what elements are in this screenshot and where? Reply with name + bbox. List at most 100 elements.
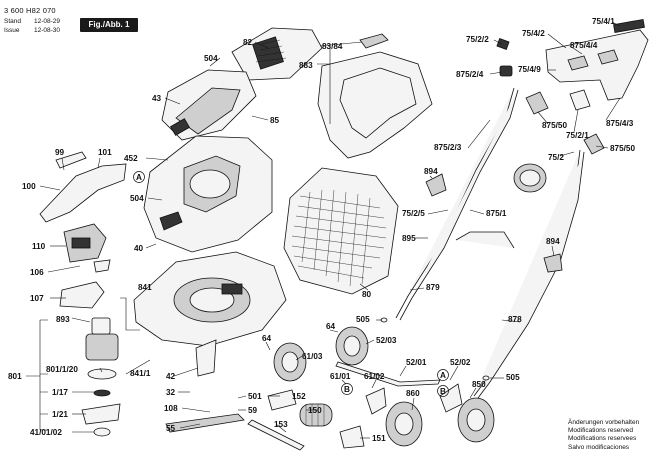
label-75-4-2: 75/4/2 — [522, 29, 545, 38]
label-153: 153 — [274, 420, 288, 429]
height-lever-right-part — [439, 383, 463, 413]
label-108: 108 — [164, 404, 178, 413]
wheel-rear-right-part — [457, 397, 495, 443]
label-85: 85 — [270, 116, 280, 125]
wheel-front-right-part — [335, 326, 369, 366]
top-handle-part — [545, 18, 649, 111]
label-83-84: 83/84 — [322, 42, 343, 51]
label-504-mid: 504 — [130, 194, 144, 203]
label-894-left: 894 — [424, 167, 438, 176]
label-b-right: B — [440, 387, 446, 396]
label-879: 879 — [426, 283, 440, 292]
label-106: 106 — [30, 268, 44, 277]
note-fr: Modifications reservees — [568, 435, 637, 443]
note-en: Modifications reserved — [568, 427, 634, 435]
wheel-front-left-part — [273, 342, 307, 382]
label-875-50-left: 875/50 — [542, 121, 567, 130]
label-875-4-3: 875/4/3 — [606, 119, 634, 128]
label-52-02: 52/02 — [450, 358, 471, 367]
grassbox-lid-part — [317, 33, 433, 159]
label-883: 883 — [299, 61, 313, 70]
label-32: 32 — [166, 388, 176, 397]
label-895: 895 — [402, 234, 416, 243]
label-75-4-9: 75/4/9 — [518, 65, 541, 74]
label-110: 110 — [32, 242, 46, 251]
switch-box-part — [59, 223, 111, 309]
wheel-rear-left-part — [385, 401, 423, 447]
modification-notes: Änderungen vorbehalten Modifications res… — [568, 419, 660, 452]
top-cover-part — [231, 27, 323, 81]
figure-label: Fig./Abb. 1 — [80, 18, 138, 32]
label-875-2-4: 875/2/4 — [456, 70, 484, 79]
blade-part — [165, 413, 245, 433]
label-850: 850 — [472, 380, 486, 389]
label-75-2-5: 75/2/5 — [402, 209, 425, 218]
motor-part — [81, 317, 121, 437]
label-43: 43 — [152, 94, 162, 103]
label-875-50-right: 875/50 — [610, 144, 635, 153]
label-61-02: 61/02 — [364, 372, 385, 381]
cable-clip-part — [496, 38, 510, 50]
handle-assembly-part — [395, 87, 605, 399]
label-150: 150 — [308, 406, 322, 415]
label-52-01: 52/01 — [406, 358, 427, 367]
stand-value: 12-08-29 — [34, 18, 61, 25]
label-101: 101 — [98, 148, 112, 157]
label-505-right: 505 — [506, 373, 520, 382]
label-893: 893 — [56, 315, 70, 324]
wheel-cap-part — [339, 425, 365, 449]
label-878: 878 — [508, 315, 522, 324]
label-801: 801 — [8, 372, 22, 381]
label-107: 107 — [30, 294, 44, 303]
screw-505b-part — [482, 375, 490, 381]
label-75-4-1: 75/4/1 — [592, 17, 615, 26]
label-99: 99 — [55, 148, 65, 157]
marker-b-right-circle — [437, 385, 449, 397]
document-number: 3 600 H82 070 — [4, 6, 56, 15]
leader-lines — [26, 21, 621, 439]
label-75-2: 75/2 — [548, 153, 564, 162]
clamp-left-part — [425, 173, 447, 197]
label-42: 42 — [166, 372, 176, 381]
note-de: Änderungen vorbehalten — [568, 419, 640, 426]
lever-part — [39, 151, 127, 223]
marker-b-left-circle — [341, 383, 353, 395]
label-b-left: B — [344, 385, 350, 394]
note-es: Salvo modificaciones — [568, 443, 630, 451]
rear-flap-part — [195, 339, 217, 377]
label-40: 40 — [134, 244, 144, 253]
label-841-1: 841/1 — [130, 369, 151, 378]
label-501: 501 — [248, 392, 262, 401]
height-lever-part — [365, 387, 387, 415]
label-875-4-4: 875/4/4 — [570, 41, 598, 50]
label-505-left: 505 — [356, 315, 370, 324]
label-452: 452 — [124, 154, 138, 163]
label-a-right: A — [440, 371, 446, 380]
issue-value: 12-08-30 — [34, 27, 61, 34]
handle-knob-part — [499, 65, 513, 77]
deck-part — [133, 251, 287, 347]
grassbox-part — [283, 167, 399, 295]
label-59: 59 — [248, 406, 258, 415]
main-housing-part — [143, 135, 273, 253]
clamp-right-part — [543, 253, 563, 273]
label-75-2-1: 75/2/1 — [566, 131, 589, 140]
label-1-21: 1/21 — [52, 410, 68, 419]
label-75-2-2: 75/2/2 — [466, 35, 489, 44]
housing-cover-part — [161, 69, 257, 141]
label-80: 80 — [362, 290, 372, 299]
label-875-1: 875/1 — [486, 209, 507, 218]
label-801-1-20: 801/1/20 — [46, 365, 78, 374]
part-labels: 82 504 43 85 83/84 883 99 101 452 100 A … — [8, 17, 635, 443]
marker-a-top-circle — [133, 171, 145, 183]
label-1-17: 1/17 — [52, 388, 68, 397]
issue-row: Issue 12-08-30 — [4, 27, 60, 34]
label-61-03: 61/03 — [302, 352, 323, 361]
label-52-03: 52/03 — [376, 336, 397, 345]
issue-label: Issue — [4, 27, 20, 34]
label-64-mid: 64 — [326, 322, 336, 331]
label-64-left: 64 — [262, 334, 272, 343]
marker-a-right-circle — [437, 369, 449, 381]
